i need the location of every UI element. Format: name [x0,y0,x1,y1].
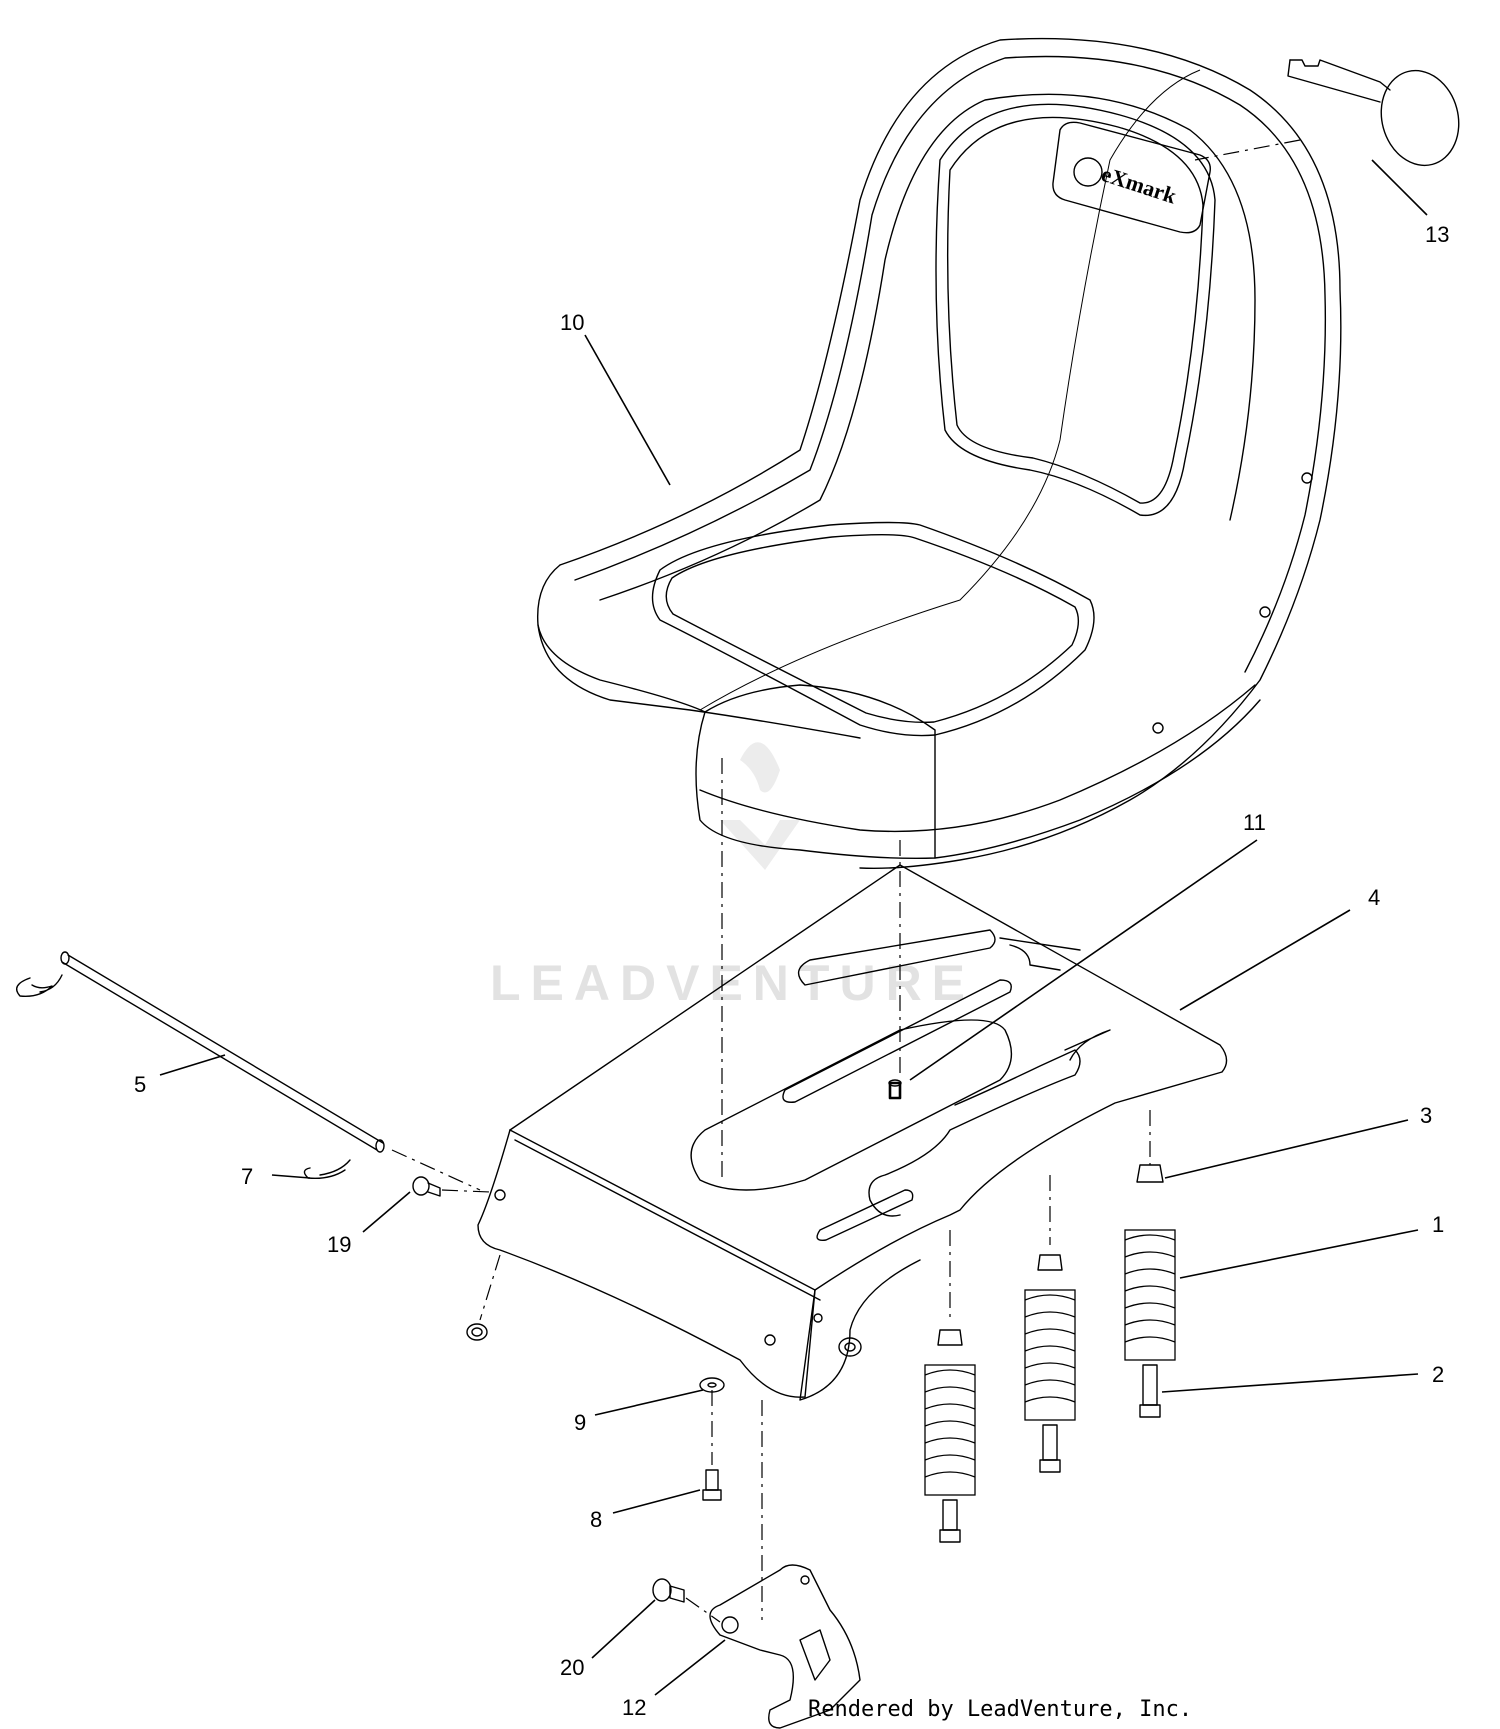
seat: eXmark [536,37,1342,870]
lock-nut-right [838,1337,862,1357]
callout-5: 5 [134,1072,146,1097]
callout-4: 4 [1368,885,1380,910]
seat-pan [477,864,1228,1401]
leadventure-watermark: LEADVENTURE [490,742,975,1011]
callout-11: 11 [1243,810,1266,835]
callout-10: 8 [590,1507,602,1532]
watermark-text: LEADVENTURE [490,955,975,1011]
shoulder-bolt-20 [652,1578,721,1623]
lock-nut-left [466,1254,501,1341]
callout-20: 20 [560,1655,584,1680]
spring-middle [1024,1175,1076,1473]
pivot-rod [16,951,481,1191]
seat-logo-text: eXmark [1098,161,1180,209]
callout-8: 10 [560,310,584,335]
bolt-10 [702,1469,722,1501]
spring-rear [1124,1110,1176,1418]
latch-key [1194,59,1460,167]
callout-2: 2 [1432,1362,1444,1387]
callout-1: 1 [1432,1212,1444,1237]
spring-front [924,1230,976,1543]
hair-pin-clip [303,1159,351,1180]
callout-19: 19 [327,1232,351,1257]
callout-13: 13 [1425,222,1449,247]
callout-12: 12 [622,1695,646,1720]
callout-leaders [159,159,1428,1696]
seat-latch-bracket [709,1400,861,1729]
render-credit: Rendered by LeadVenture, Inc. [808,1697,1192,1722]
callout-3: 3 [1420,1103,1432,1128]
callout-labels: 10 13 11 4 5 3 1 2 7 19 9 8 20 12 [134,222,1449,1720]
callout-9: 9 [574,1410,586,1435]
washer-9 [699,1377,725,1465]
exmark-logo-icon [1073,157,1103,187]
bolt-19 [412,1176,491,1197]
callout-7: 7 [241,1164,253,1189]
